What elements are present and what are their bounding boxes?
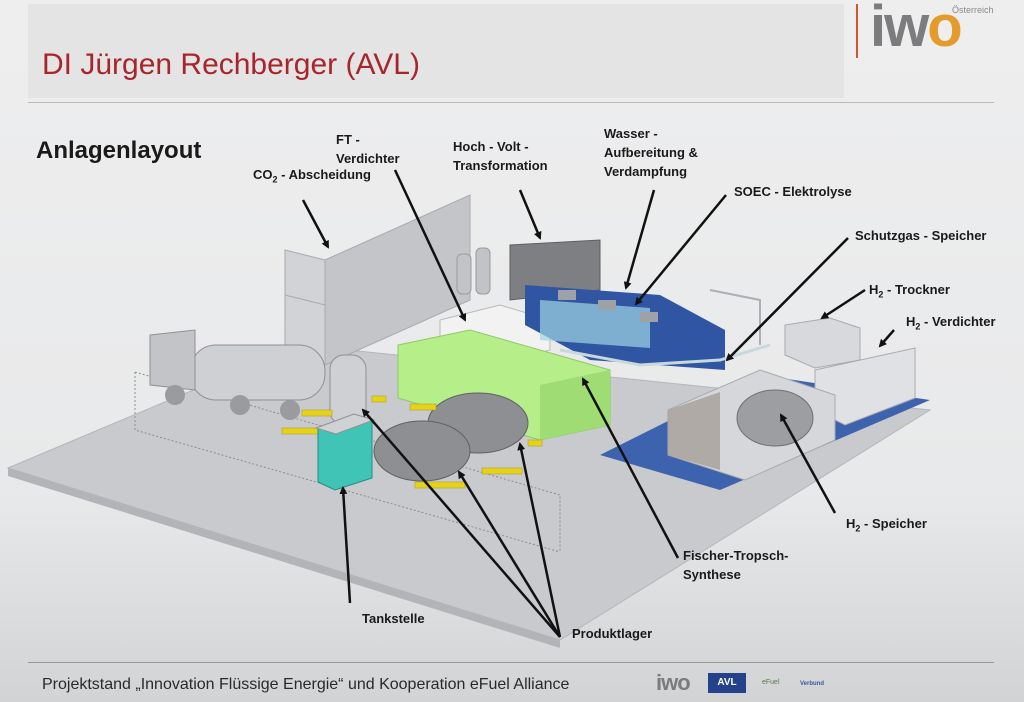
footer-divider (28, 662, 994, 663)
label-ft-compressor: FT -Verdichter (336, 132, 400, 166)
label-fischer-tropsch-synthesis: Fischer-Tropsch-Synthese (683, 548, 789, 582)
brand-divider (856, 4, 858, 58)
title-divider (28, 102, 994, 103)
section-heading: Anlagenlayout (36, 137, 202, 164)
label-soec-electrolysis: SOEC - Elektrolyse (734, 184, 852, 199)
iwo-logo: iwo (870, 0, 963, 59)
label-hv-transformation: Hoch - Volt -Transformation (453, 139, 548, 173)
footer-iwo-logo: iwo (656, 670, 691, 695)
label-water-treatment: Wasser -Aufbereitung &Verdampfung (604, 126, 698, 179)
footer-efuel-logo: eFuel (762, 679, 780, 686)
co2-unit (284, 249, 326, 366)
fence (134, 372, 561, 553)
brand-region: Österreich (952, 5, 994, 15)
platform-edge (8, 468, 560, 648)
label-h2-dryer: H2 - Trockner (869, 282, 950, 300)
footer-avl-logo: AVL (708, 673, 746, 693)
label-fuel-station: Tankstelle (362, 611, 425, 626)
vertical-tank (329, 354, 367, 426)
label-protective-gas-storage: Schutzgas - Speicher (855, 228, 987, 243)
label-co2-capture: CO2 - Abscheidung (253, 167, 371, 185)
slide-title: DI Jürgen Rechberger (AVL) (42, 48, 420, 81)
product-tank-2 (373, 420, 471, 482)
hv-transformer (509, 239, 601, 301)
callout-arrows (301, 169, 895, 638)
h2-dryer (784, 317, 861, 369)
fence-top (134, 371, 561, 552)
footer-verbund-logo: Verbund (800, 681, 825, 687)
footer-text: Projektstand „Innovation Flüssige Energi… (42, 676, 570, 693)
title-banner (28, 4, 844, 98)
tanker-truck (189, 344, 326, 401)
label-product-storage: Produktlager (572, 626, 653, 641)
label-h2-compressor: H2 - Verdichter (906, 314, 996, 332)
h2-storage-tank (736, 389, 814, 447)
label-h2-storage: H2 - Speicher (846, 516, 927, 534)
